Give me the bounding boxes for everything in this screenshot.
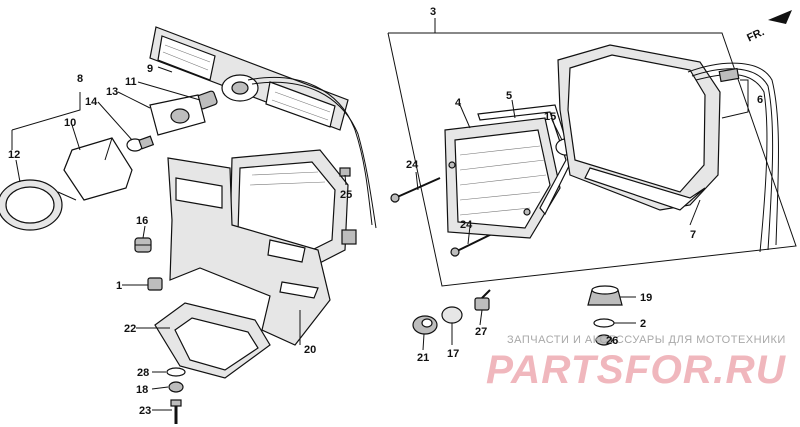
callout-20: 20 (304, 344, 316, 356)
washer-2 (593, 318, 615, 328)
front-label: FR. (745, 26, 766, 44)
cap-19 (587, 285, 623, 306)
plate-13 (149, 94, 206, 136)
bracket-20 (167, 157, 331, 346)
screw-27 (474, 289, 491, 311)
guard-22 (154, 302, 271, 379)
callout-28: 28 (137, 367, 149, 379)
reflector-9 (149, 26, 349, 131)
nut-1 (147, 277, 163, 291)
nut-17 (441, 306, 463, 324)
watermark-logo: PARTSFOR.RU (486, 348, 786, 392)
callout-21: 21 (417, 352, 429, 364)
callout-15: 15 (544, 111, 556, 123)
leader-6 (721, 79, 749, 119)
lamp-housing-10 (63, 137, 133, 201)
nut-26 (595, 334, 613, 346)
bolt-23 (170, 399, 182, 424)
callout-5: 5 (506, 90, 512, 102)
watermark-caption: ЗАПЧАСТИ И АКСЕССУАРЫ ДЛЯ МОТОТЕХНИКИ (507, 334, 786, 346)
callout-24a: 24 (406, 159, 419, 171)
lens-12 (0, 179, 77, 231)
leader-lines (15, 66, 701, 411)
leader-8 (11, 92, 81, 131)
watermark: ЗАПЧАСТИ И АКСЕССУАРЫ ДЛЯ МОТОТЕХНИКИ PA… (486, 334, 786, 392)
callout-26: 26 (606, 335, 618, 347)
callout-labels: 1 2 3 4 5 6 7 8 9 10 11 12 13 14 15 16 1… (8, 6, 763, 417)
callout-17: 17 (447, 348, 459, 360)
callout-9: 9 (147, 63, 153, 75)
callout-18: 18 (136, 384, 148, 396)
callout-24b: 24 (460, 219, 473, 231)
callout-23: 23 (139, 405, 151, 417)
collar-18b (168, 381, 184, 393)
screw-24a (390, 177, 441, 203)
callout-6: 6 (757, 94, 763, 106)
callout-3: 3 (430, 6, 436, 18)
callout-8: 8 (77, 73, 83, 85)
screw-25 (339, 167, 351, 177)
gear-nut-21 (412, 315, 438, 335)
callout-7: 7 (690, 229, 696, 241)
front-direction-arrow: FR. (745, 10, 792, 44)
callout-12: 12 (8, 149, 20, 161)
assembly-outline (387, 32, 797, 287)
callout-19: 19 (640, 292, 652, 304)
callout-1: 1 (116, 280, 122, 292)
callout-2: 2 (640, 318, 646, 330)
grommet-16 (134, 237, 152, 253)
housing-7 (557, 44, 779, 253)
bulb-14 (126, 135, 155, 152)
callout-16: 16 (136, 215, 148, 227)
callout-25: 25 (340, 189, 352, 201)
callout-27: 27 (475, 326, 487, 338)
callout-13: 13 (106, 86, 118, 98)
callout-14: 14 (85, 96, 98, 108)
callout-22: 22 (124, 323, 136, 335)
gasket-5 (477, 104, 573, 216)
callout-4: 4 (455, 97, 462, 109)
lens-4 (444, 117, 561, 239)
washer-28 (166, 367, 186, 377)
socket-11 (196, 76, 377, 229)
callout-10: 10 (64, 117, 76, 129)
callout-11: 11 (125, 76, 137, 88)
